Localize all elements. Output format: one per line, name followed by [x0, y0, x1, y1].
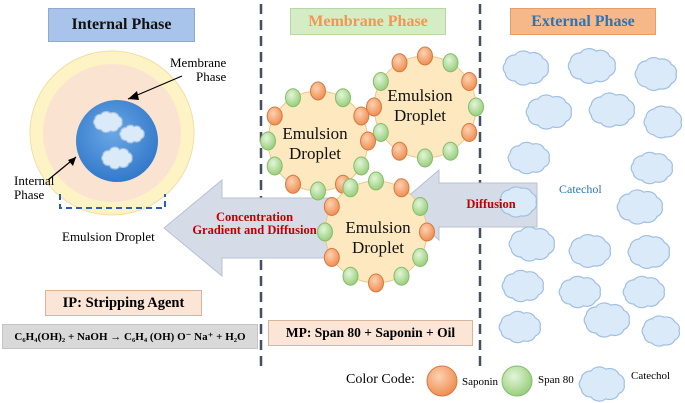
inner-catechol-cloud	[101, 146, 133, 170]
span80-bead	[468, 97, 484, 117]
span80-bead	[412, 248, 429, 267]
catechol-cloud	[622, 275, 665, 309]
span80-bead	[353, 156, 370, 176]
saponin-bead	[391, 53, 408, 73]
saponin-bead	[360, 131, 376, 151]
catechol-cloud	[630, 151, 673, 185]
emulsion-droplet-label: Emulsion Droplet	[62, 229, 155, 244]
span80-bead	[442, 141, 459, 161]
catechol-cloud	[616, 189, 663, 225]
emulsion-droplet-3	[317, 171, 435, 293]
catechol-cloud	[567, 48, 616, 84]
concentration-gradient-label: Concentration Gradient and Diffusion	[192, 210, 317, 238]
catechol-cloud	[498, 310, 541, 344]
span80-bead	[372, 123, 389, 142]
droplet-label-1: Emulsion Droplet	[282, 124, 348, 164]
saponin-bead	[353, 106, 370, 126]
catechol-label: Catechol	[559, 182, 602, 196]
droplet-label-3: Emulsion Droplet	[345, 218, 411, 258]
catechol-cloud	[508, 226, 555, 262]
span80-bead	[342, 266, 359, 286]
span80-bead	[393, 266, 410, 286]
catechol-cloud	[558, 275, 601, 309]
droplet-label-2: Emulsion Droplet	[387, 86, 453, 126]
saponin-bead	[393, 178, 410, 198]
membrane-pointer-head	[128, 91, 139, 100]
saponin-bead	[323, 197, 340, 216]
catechol-cloud	[583, 302, 630, 338]
inner-catechol-cloud	[92, 110, 123, 134]
catechol-cloud	[643, 105, 683, 139]
internal-pointer-head	[68, 157, 76, 166]
legend-span80-label: Span 80	[538, 374, 574, 386]
saponin-bead	[323, 248, 340, 267]
span80-bead	[442, 53, 459, 73]
internal-droplet-core	[76, 100, 158, 182]
legend-catechol-swatch	[578, 366, 625, 402]
span80-bead	[417, 148, 433, 168]
saponin-bead	[391, 141, 408, 161]
legend-span80-swatch	[501, 365, 533, 397]
catechol-cloud	[588, 92, 635, 128]
catechol-cloud	[507, 141, 550, 175]
span80-bead	[335, 88, 351, 108]
saponin-bead	[366, 97, 382, 117]
catechol-cloud	[627, 235, 670, 269]
span80-bead	[412, 197, 429, 216]
catechol-cloud	[498, 186, 538, 218]
span80-bead	[368, 171, 384, 191]
mp-composition-box: MP: Span 80 + Saponin + Oil	[268, 320, 473, 346]
catechol-cloud	[641, 315, 681, 347]
membrane-phase-label: Membrane Phase	[170, 55, 227, 84]
saponin-bead	[419, 222, 435, 242]
legend-saponin-label: Saponin	[462, 376, 499, 388]
droplet-bracket	[59, 194, 166, 209]
reaction-equation-box: C₆H₄(OH)₂ + NaOH → C₆H₄ (OH) O⁻ Na⁺ + H₂…	[2, 324, 258, 349]
span80-bead	[317, 222, 333, 242]
span80-bead	[310, 181, 326, 201]
span80-bead	[260, 131, 276, 151]
saponin-bead	[461, 123, 478, 142]
saponin-bead	[368, 273, 384, 293]
legend-title: Color Code:	[346, 372, 415, 387]
span80-bead	[266, 156, 283, 176]
span80-bead	[372, 72, 389, 91]
saponin-bead	[266, 106, 283, 126]
catechol-cloud	[568, 234, 611, 268]
internal-phase-label: Internal Phase	[14, 173, 55, 202]
saponin-bead	[417, 46, 433, 66]
catechol-cloud	[634, 57, 677, 91]
internal-phase-header: Internal Phase	[48, 8, 195, 42]
external-phase-header: External Phase	[510, 8, 656, 35]
catechol-cloud	[501, 269, 544, 303]
membrane-phase-header: Membrane Phase	[290, 8, 446, 35]
emulsion-droplet-2	[366, 46, 484, 168]
inner-catechol-cloud	[119, 124, 145, 144]
saponin-bead	[285, 174, 301, 194]
ip-stripping-agent-box: IP: Stripping Agent	[45, 290, 202, 316]
legend-catechol-label: Catechol	[631, 370, 671, 382]
span80-bead	[342, 178, 359, 198]
saponin-bead	[461, 72, 478, 91]
catechol-cloud	[502, 50, 549, 86]
span80-bead	[285, 88, 301, 108]
saponin-bead	[310, 81, 326, 101]
legend-saponin-swatch	[426, 365, 458, 397]
catechol-cloud	[525, 94, 572, 130]
diffusion-label: Diffusion	[466, 197, 516, 211]
